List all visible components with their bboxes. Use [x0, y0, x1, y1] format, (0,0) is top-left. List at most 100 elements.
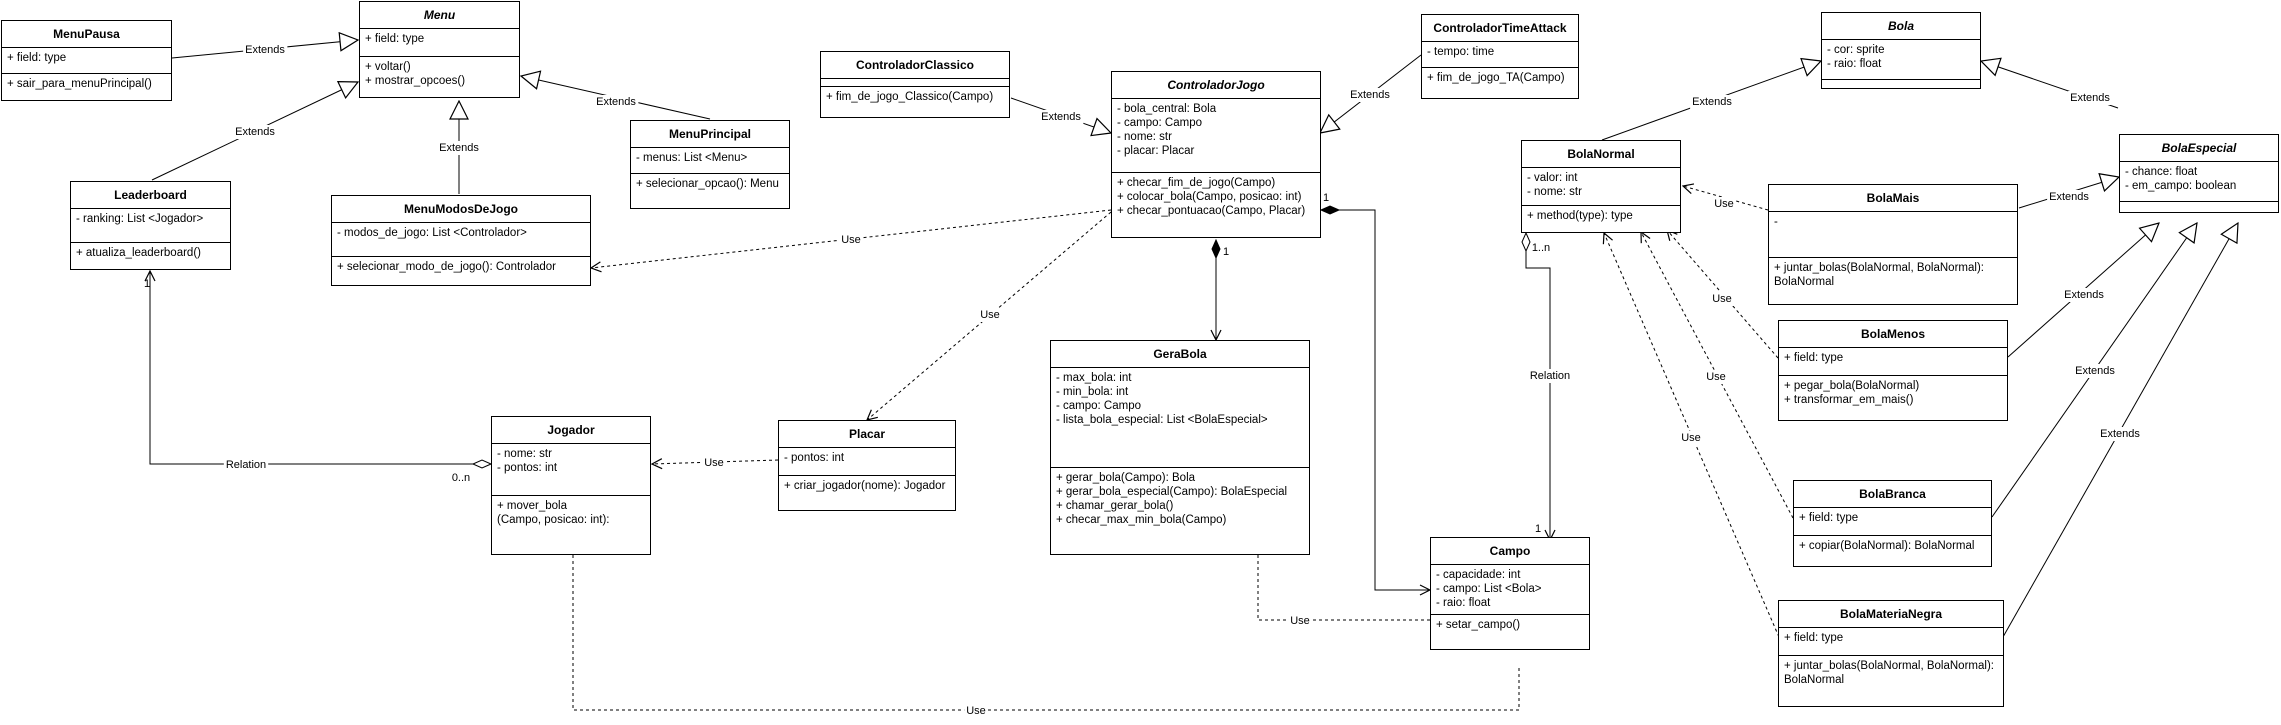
connector-label-extends: Extends	[243, 43, 288, 57]
attributes-section: -	[1769, 212, 2017, 258]
attributes-section: - modos_de_jogo: List <Controlador>	[332, 223, 590, 257]
connector-label-one_n: 1..n	[1532, 242, 1550, 254]
connector-label-bg	[2068, 91, 2113, 105]
connector-label-text: Use	[704, 457, 724, 469]
class-menupausa[interactable]: MenuPausa+ field: type+ sair_para_menuPr…	[1, 20, 172, 101]
method: (Campo, posicao: int):	[497, 514, 610, 526]
class-bolamais[interactable]: BolaMais- + juntar_bolas(BolaNormal, Bola…	[1768, 184, 2018, 305]
connector-label-text: Use	[1714, 198, 1734, 210]
class-controladortimeattack[interactable]: ControladorTimeAttack- tempo: time+ fim_…	[1421, 14, 1579, 99]
methods-section: + juntar_bolas(BolaNormal, BolaNormal):B…	[1779, 656, 2003, 706]
connector-label-use: Use	[1679, 431, 1703, 445]
class-name: BolaBranca	[1794, 481, 1991, 508]
connector-label-text: 1	[1535, 523, 1541, 535]
class-bolamaterianegra[interactable]: BolaMateriaNegra+ field: type+ juntar_bo…	[1778, 600, 2004, 707]
class-name: ControladorClassico	[821, 52, 1009, 79]
class-controladorclassico[interactable]: ControladorClassico + fim_de_jogo_Classic…	[820, 51, 1010, 118]
method: BolaNormal	[1774, 276, 1835, 288]
method: + colocar_bola(Campo, posicao: int)	[1117, 191, 1302, 203]
attribute: - nome: str	[497, 448, 552, 460]
attribute: - lista_bola_especial: List <BolaEspecia…	[1056, 414, 1268, 426]
methods-section: + setar_campo()	[1431, 615, 1589, 649]
class-bolabranca[interactable]: BolaBranca + field: type + copiar(BolaNorm…	[1793, 480, 1992, 567]
connector-label-text: Extends	[2064, 289, 2104, 301]
method: + criar_jogador(nome): Jogador	[784, 480, 946, 492]
class-placar[interactable]: Placar- pontos: int+ criar_jogador(nome)…	[778, 420, 956, 511]
class-bolanormal[interactable]: BolaNormal- valor: int- nome: str+ metho…	[1521, 140, 1681, 233]
connector-label-bg	[964, 704, 988, 718]
class-name: MenuPrincipal	[631, 121, 789, 148]
connector-label-extends: Extends	[2098, 427, 2143, 441]
class-controladorjogo[interactable]: ControladorJogo- bola_central: Bola- cam…	[1111, 71, 1321, 238]
attributes-section: + field: type	[1794, 508, 1991, 536]
class-name: ControladorJogo	[1112, 72, 1320, 99]
attributes-section	[821, 79, 1009, 87]
attributes-section: - nome: str- pontos: int	[492, 444, 650, 496]
class-bolaespecial[interactable]: BolaEspecial- chance: float- em_campo: b…	[2119, 134, 2279, 213]
class-bola[interactable]: Bola- cor: sprite- raio: float	[1821, 12, 1981, 89]
class-menuprincipal[interactable]: MenuPrincipal- menus: List <Menu>+ selec…	[630, 120, 790, 209]
connector-label-use: Use	[1288, 614, 1312, 628]
method: + checar_fim_de_jogo(Campo)	[1117, 177, 1276, 189]
class-name: BolaMais	[1769, 185, 2017, 212]
class-gerabola[interactable]: GeraBola- max_bola: int- min_bola: int- …	[1050, 340, 1310, 555]
attribute: - valor: int	[1527, 172, 1578, 184]
connector-label-text: 1	[144, 278, 150, 290]
connector-label-relation: Relation	[1527, 369, 1573, 383]
class-name: BolaEspecial	[2120, 135, 2278, 162]
class-name: MenuModosDeJogo	[332, 196, 590, 223]
aggregation-jogador-leaderboard	[150, 271, 491, 464]
connector-label-bg	[1679, 431, 1703, 445]
methods-section: + copiar(BolaNormal): BolaNormal	[1794, 536, 1991, 566]
methods-section: + fim_de_jogo_Classico(Campo)	[821, 87, 1009, 117]
method: + selecionar_modo_de_jogo(): Controlador	[337, 261, 556, 273]
attributes-section: - cor: sprite- raio: float	[1822, 40, 1980, 80]
methods-section: + pegar_bola(BolaNormal)+ transformar_em…	[1779, 376, 2007, 420]
attribute: - raio: float	[1436, 597, 1491, 609]
connector-label-text: Extends	[2049, 191, 2089, 203]
class-jogador[interactable]: Jogador- nome: str- pontos: int+ mover_b…	[491, 416, 651, 555]
class-bolamenos[interactable]: BolaMenos+ field: type+ pegar_bola(BolaN…	[1778, 320, 2008, 421]
connector-label-text: 1	[1223, 246, 1229, 258]
class-menumodos[interactable]: MenuModosDeJogo- modos_de_jogo: List <Co…	[331, 195, 591, 286]
connector-label-one: 1	[1223, 246, 1229, 258]
attribute: - nome: str	[1527, 186, 1582, 198]
methods-section: + gerar_bola(Campo): Bola+ gerar_bola_es…	[1051, 468, 1309, 554]
attribute: - cor: sprite	[1827, 44, 1885, 56]
connector-label-extends: Extends	[1348, 88, 1393, 102]
methods-section: + voltar()+ mostrar_opcoes()	[360, 57, 519, 97]
attributes-section: - tempo: time	[1422, 42, 1578, 68]
attribute: - chance: float	[2125, 166, 2198, 178]
connector-label-bg	[1288, 614, 1312, 628]
methods-section: + fim_de_jogo_TA(Campo)	[1422, 68, 1578, 98]
attribute: - menus: List <Menu>	[636, 152, 748, 164]
methods-section: + method(type): type	[1522, 206, 1680, 232]
connector-label-text: Extends	[596, 96, 636, 108]
connector-label-text: Use	[841, 234, 861, 246]
methods-section: + checar_fim_de_jogo(Campo) + colocar_bol…	[1112, 173, 1320, 237]
connector-label-extends: Extends	[1039, 110, 1084, 124]
class-menu[interactable]: Menu+ field: type+ voltar()+ mostrar_opc…	[359, 1, 520, 98]
method: + juntar_bolas(BolaNormal, BolaNormal):	[1774, 262, 1984, 274]
connector-label-extends: Extends	[2047, 190, 2092, 204]
connector-label-relation: Relation	[223, 458, 269, 472]
connector-label-bg	[1710, 292, 1734, 306]
attribute: - tempo: time	[1427, 46, 1495, 58]
connector-label-extends: Extends	[2068, 91, 2113, 105]
attribute: + field: type	[1799, 512, 1859, 524]
method: + gerar_bola_especial(Campo): BolaEspeci…	[1056, 486, 1288, 498]
class-leaderboard[interactable]: Leaderboard- ranking: List <Jogador>+ at…	[70, 181, 231, 270]
class-campo[interactable]: Campo- capacidade: int- campo: List <Bol…	[1430, 537, 1590, 650]
connector-label-text: Use	[966, 705, 986, 717]
connector-label-extends: Extends	[437, 141, 482, 155]
methods-section: + selecionar_modo_de_jogo(): Controlador	[332, 257, 590, 285]
attribute: - bola_central: Bola	[1117, 103, 1217, 115]
connector-label-text: Extends	[1041, 111, 1081, 123]
connector-label-bg	[1039, 110, 1084, 124]
methods-section: + mover_bola(Campo, posicao: int):	[492, 496, 650, 554]
connector-label-text: Use	[1706, 371, 1726, 383]
attribute: + field: type	[1784, 632, 1844, 644]
connector-label-bg	[1527, 369, 1573, 383]
connector-label-use: Use	[702, 456, 726, 470]
connector-label-text: Relation	[226, 459, 266, 471]
